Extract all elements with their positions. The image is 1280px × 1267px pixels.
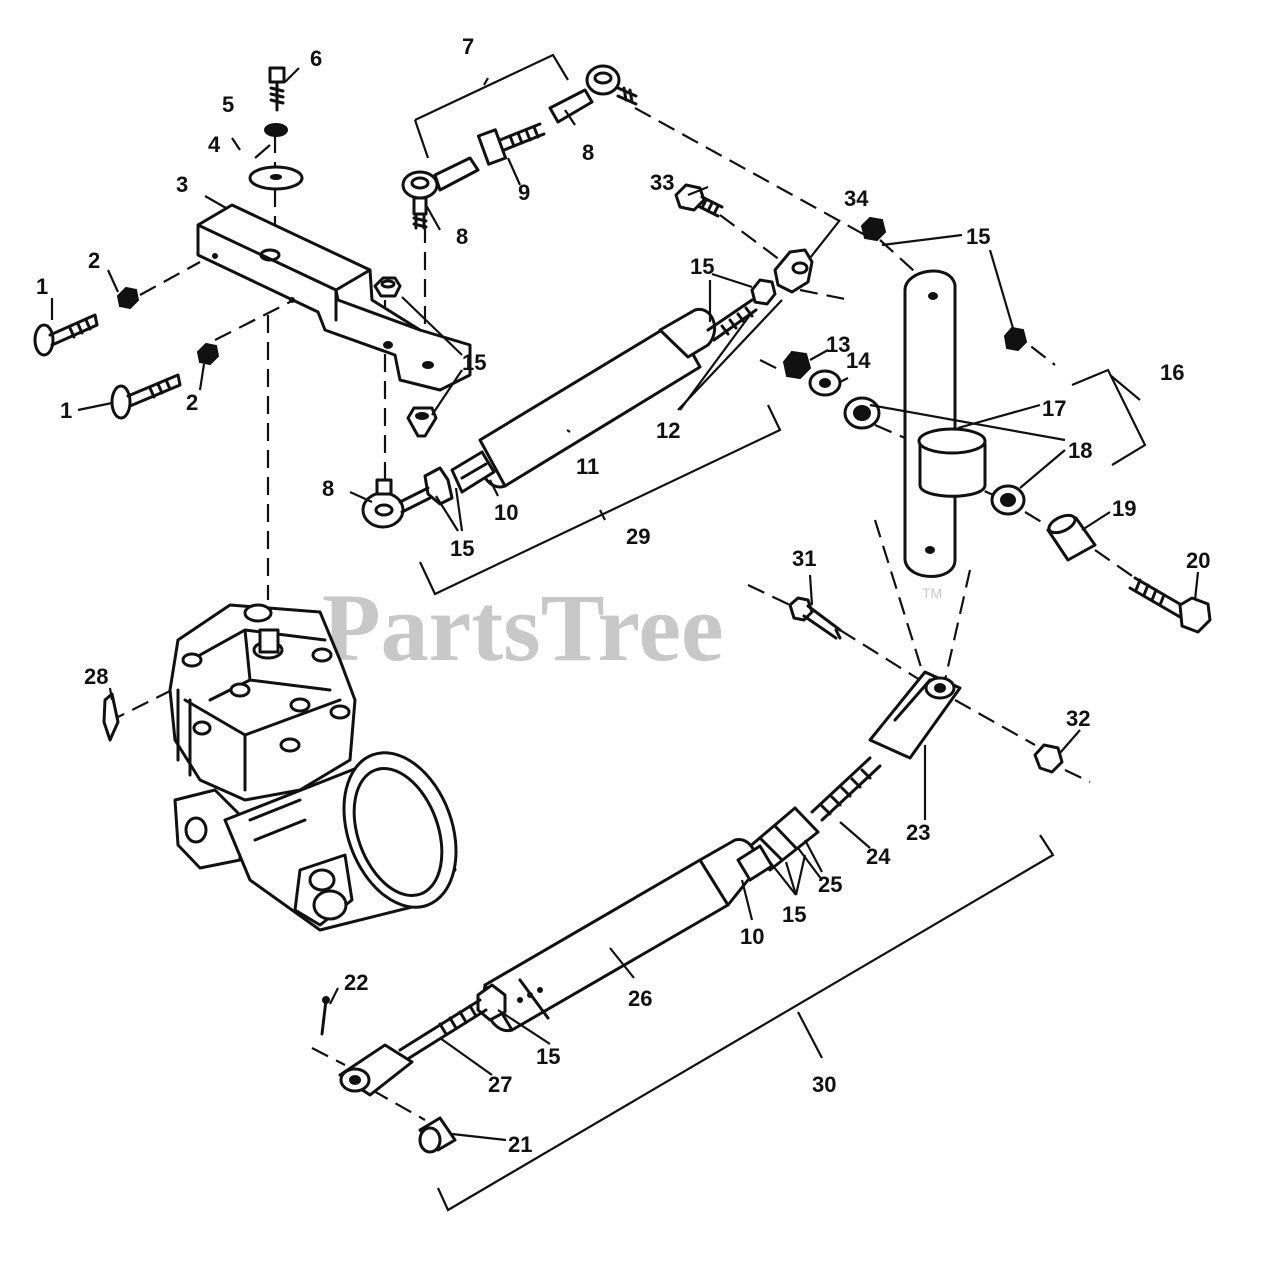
group-brackets [413, 53, 1147, 1212]
pump-motor-assembly [168, 603, 458, 932]
callout-12: 12 [656, 418, 680, 443]
callout-24: 24 [866, 844, 891, 869]
callout-33: 33 [650, 170, 674, 195]
callout-2-lower: 2 [186, 390, 198, 415]
ball-joint-8-left [401, 156, 480, 230]
callout-19: 19 [1112, 496, 1136, 521]
callout-23: 23 [906, 820, 930, 845]
cylinder-26 [482, 838, 759, 1033]
callout-14: 14 [846, 348, 871, 373]
assembly-lines [107, 107, 1136, 1121]
nut-2-lower [196, 342, 220, 366]
bolt-6 [268, 66, 286, 112]
rod-27 [398, 998, 488, 1062]
callout-15-bracket: 15 [462, 350, 486, 375]
pin-21 [418, 1116, 457, 1154]
callout-2-upper: 2 [88, 248, 100, 273]
callout-15-clevis: 15 [690, 254, 714, 279]
callout-31: 31 [792, 546, 816, 571]
bushing-18-left [843, 396, 881, 430]
lever-plate-17 [903, 269, 987, 578]
threaded-rod-9 [476, 122, 546, 166]
callout-20: 20 [1186, 548, 1210, 573]
callout-18: 18 [1068, 438, 1092, 463]
nut-2-upper [116, 286, 140, 310]
callout-28: 28 [84, 664, 108, 689]
bolt-20 [1128, 576, 1212, 634]
ball-joint-8-lower [361, 478, 432, 529]
callout-15-lever: 15 [966, 224, 990, 249]
key-28 [102, 692, 120, 742]
callout-9: 9 [518, 180, 530, 205]
nut-15-upper-left [423, 466, 454, 506]
nut-15-clevis [750, 278, 777, 306]
callout-8-lower: 8 [322, 476, 334, 501]
callout-10-upper: 10 [494, 500, 518, 525]
spacer-19 [1046, 513, 1097, 562]
end-fitting-10-upper [450, 450, 496, 494]
nut-15-bracket-top [373, 276, 402, 298]
callout-26: 26 [628, 986, 652, 1011]
nut-15-lever-top [860, 216, 887, 242]
callout-7: 7 [462, 34, 474, 59]
callout-15-lower-coupling: 15 [782, 902, 806, 927]
threaded-rod-24 [810, 756, 882, 822]
callout-25: 25 [818, 872, 842, 897]
callout-27: 27 [488, 1072, 512, 1097]
callout-8-left: 8 [456, 224, 468, 249]
callout-15-upper-left: 15 [450, 536, 474, 561]
callout-21: 21 [508, 1132, 532, 1157]
callout-10-lower: 10 [740, 924, 764, 949]
bracket-3 [196, 203, 472, 392]
callout-15-lower-rod: 15 [536, 1044, 560, 1069]
leader-lines [50, 67, 1200, 1142]
nut-15-bracket-bottom [406, 406, 438, 438]
nut-32 [1033, 743, 1064, 774]
clevis-27-end [338, 1043, 414, 1097]
nut-15-lower [476, 983, 507, 1022]
callout-16: 16 [1160, 360, 1184, 385]
callout-8-right: 8 [582, 140, 594, 165]
callout-4: 4 [208, 132, 221, 157]
carriage-bolt-1-upper [33, 313, 99, 357]
washer-4 [248, 165, 304, 191]
nut-13 [782, 350, 812, 380]
callouts: 1 1 2 2 3 4 5 6 7 8 8 8 9 10 10 11 12 13… [36, 34, 1210, 1157]
callout-1-upper: 1 [36, 274, 48, 299]
callout-22: 22 [344, 970, 368, 995]
callout-5: 5 [222, 92, 234, 117]
clevis-23 [868, 670, 962, 760]
callout-17: 17 [1042, 396, 1066, 421]
cotter-pin-22 [320, 996, 330, 1036]
callout-34: 34 [844, 186, 869, 211]
clevis-34 [773, 248, 814, 294]
pin-31 [788, 596, 842, 640]
nut-15-lever-right [1003, 326, 1028, 352]
watermark-trademark: TM [922, 585, 942, 601]
watermark-text: PartsTree [322, 574, 724, 681]
washer-14 [808, 369, 842, 397]
callout-13: 13 [826, 332, 850, 357]
callout-3: 3 [176, 172, 188, 197]
bushing-18-right [990, 484, 1026, 516]
callout-1-lower: 1 [60, 398, 72, 423]
ball-joint-8-right [548, 64, 638, 124]
carriage-bolt-1-lower [110, 373, 182, 420]
callout-6: 6 [310, 46, 322, 71]
callout-32: 32 [1066, 706, 1090, 731]
callout-11: 11 [576, 454, 599, 479]
callout-29: 29 [626, 524, 650, 549]
callout-30: 30 [812, 1072, 836, 1097]
lock-washer-5 [264, 123, 288, 137]
